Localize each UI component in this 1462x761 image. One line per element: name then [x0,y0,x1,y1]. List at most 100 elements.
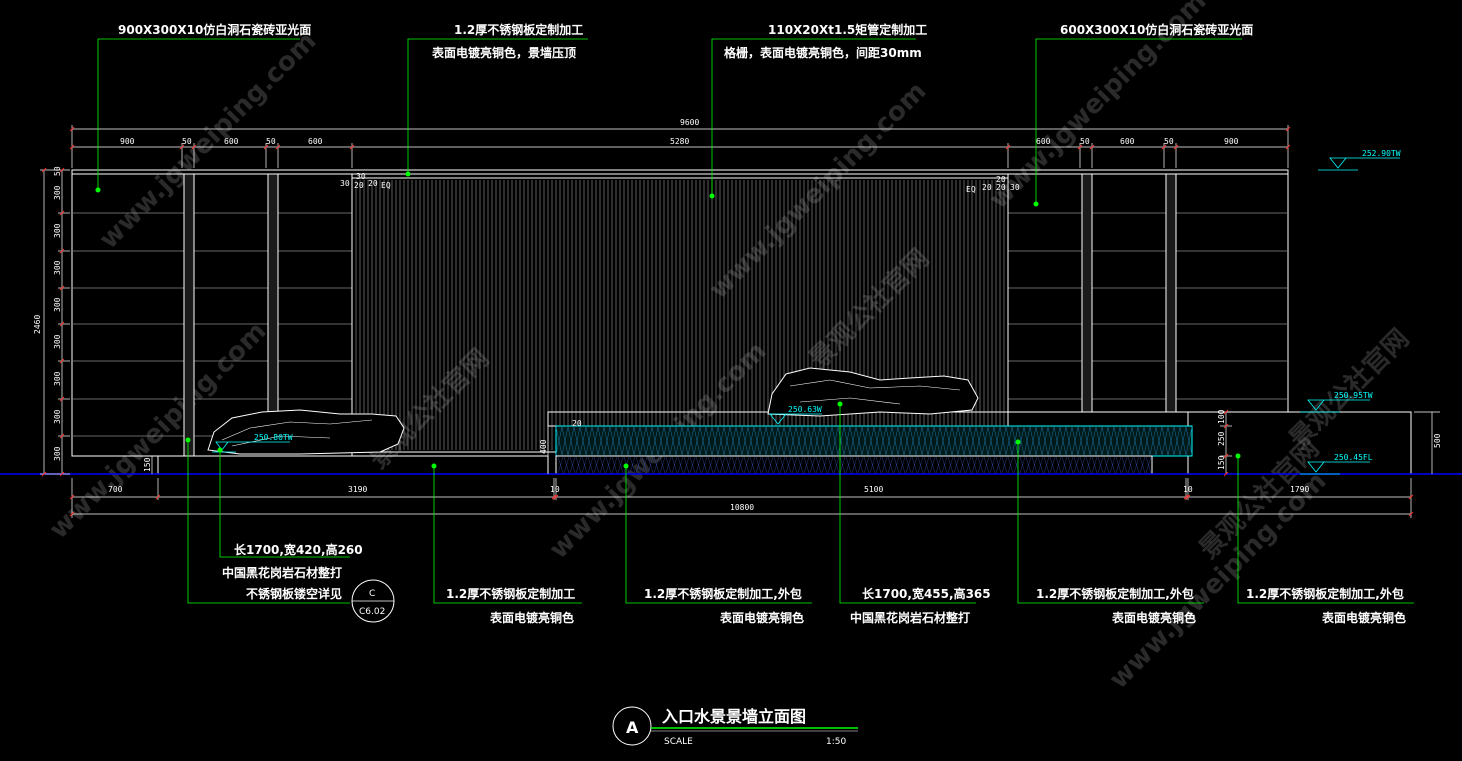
dim-left-seg: 300 [53,223,62,238]
section-mark: A [626,718,639,737]
watermark: 景观公社官网 [363,343,495,475]
dim-top-seg: 50 [266,137,276,146]
annotation-coping-line1: 1.2厚不锈钢板定制加工 [454,22,583,37]
watermark: 景观公社官网 [803,243,935,375]
dim-left-total: 2460 [33,315,42,334]
dim-grate-small: 20 [368,179,378,188]
annotation-left-stone-line1: 长1700,宽420,高260 [234,542,363,557]
dim-top-seg: 900 [1224,137,1239,146]
right-stone-detail [789,379,961,405]
dim-grate-small: 20 [982,183,992,192]
right-stone [767,367,979,417]
detail-letter: C [369,589,375,599]
dim-grate-small: EQ [966,185,976,194]
annotation-steel-c-line1: 1.2厚不锈钢板定制加工,外包 [1036,586,1194,601]
annotation-left-stone-line3: 不锈钢板镂空详见 [246,586,342,601]
right-tile-panel [1007,173,1289,413]
dim-top-seg: 50 [1080,137,1090,146]
annotation-grate-line1: 110X20Xt1.5矩管定制加工 [768,22,927,37]
leader-dots [95,171,1241,469]
left-stone [207,409,405,455]
dim-pool-top: 20 [572,419,582,428]
annotation-steel-b-line1: 1.2厚不锈钢板定制加工,外包 [644,586,802,601]
drawing-title: 入口水景景墙立面图 [662,707,806,726]
dimension-lines [40,125,1440,518]
level-markers [212,157,1400,475]
dim-top-seg: 600 [1120,137,1135,146]
dim-right-seg: 250 [1217,431,1226,446]
dim-bottom-seg: 10 [1183,485,1193,494]
annotation-coping-line2: 表面电镀亮铜色，景墙压顶 [431,45,576,60]
level-texts: 252.90TW 250.95TW 250.45FL 250.80TW 250.… [254,149,1401,462]
dim-grate-small: 20 [354,181,364,190]
pool-hatch [555,426,1193,456]
annotation-steel-c-line2: 表面电镀亮铜色 [1111,610,1196,625]
dim-bottom-seg: 3190 [348,485,367,494]
dimension-texts: 9600 900 50 600 50 600 5280 600 50 600 5… [33,118,1442,512]
dim-bottom-seg: 700 [108,485,123,494]
annotation-grate-line2: 格栅，表面电镀亮铜色，间距30mm [724,45,922,60]
dimension-ticks [41,126,1414,517]
dim-grate-small: 30 [1010,183,1020,192]
left-stone-detail [221,419,373,447]
detail-callout: C C6.02 [351,579,395,623]
dim-bottom-seg: 10 [550,485,560,494]
dim-left-seg: 300 [53,409,62,424]
dim-left-seg: 300 [53,446,62,461]
dim-bottom-seg: 1790 [1290,485,1309,494]
dim-pool-height: 400 [539,439,548,454]
annotation-right-stone-line1: 长1700,宽455,高365 [862,586,991,601]
annotation-left-stone-line2: 中国黑花岗岩石材整打 [222,565,342,580]
dim-left-seg: 300 [53,297,62,312]
dim-bottom-seg: 5100 [864,485,883,494]
dim-top-seg: 50 [182,137,192,146]
wall-coping [71,169,1289,175]
dim-grate-small: 30 [356,172,366,181]
level-top: 252.90TW [1362,149,1401,158]
scale-label: SCALE [664,737,693,747]
dim-left-seg: 300 [53,334,62,349]
level-left-stone: 250.80TW [254,433,293,442]
dim-overall-top: 9600 [680,118,699,127]
dim-right-seg: 100 [1217,409,1226,424]
bottom-annotations: 长1700,宽420,高260 中国黑花岗岩石材整打 不锈钢板镂空详见 1.2厚… [222,542,1406,625]
pool-base-hatch [557,456,1152,474]
level-pool: 250.63W [788,405,822,414]
annotation-steel-a-line1: 1.2厚不锈钢板定制加工 [446,586,575,601]
dim-overall-bottom: 10800 [730,503,754,512]
dim-top-seg: 900 [120,137,135,146]
dim-top-seg: 5280 [670,137,689,146]
title-block: A 入口水景景墙立面图 SCALE 1:50 [612,706,858,747]
watermark: www.jgweiping.com [1104,466,1333,695]
dim-grate-small: 30 [340,179,350,188]
dim-grate-small: 20 [996,183,1006,192]
dim-left-seg: 300 [53,371,62,386]
annotation-steel-d-line1: 1.2厚不锈钢板定制加工,外包 [1246,586,1404,601]
annotation-left-tile: 900X300X10仿白洞石瓷砖亚光面 [118,22,311,37]
dim-top-seg: 50 [1164,137,1174,146]
dim-grate-small: EQ [381,181,391,190]
dim-left-seg: 50 [53,166,62,176]
dim-top-seg: 600 [1036,137,1051,146]
leader-lines [97,38,1414,604]
annotation-right-tile: 600X300X10仿白洞石瓷砖亚光面 [1060,22,1253,37]
detail-sheet: C6.02 [359,607,385,617]
annotation-right-stone-line2: 中国黑花岗岩石材整打 [850,610,970,625]
watermark: 景观公社官网 [1283,323,1415,455]
annotation-steel-d-line2: 表面电镀亮铜色 [1321,610,1406,625]
dim-right-seg: 150 [1217,455,1226,470]
annotation-steel-b-line2: 表面电镀亮铜色 [719,610,804,625]
left-low-wall [157,455,549,475]
level-right-floor: 250.45FL [1334,453,1373,462]
dim-grate-small: 20 [996,175,1006,184]
level-right-wall: 250.95TW [1334,391,1373,400]
dim-left-seg: 300 [53,185,62,200]
dim-left-seg: 300 [53,260,62,275]
scale-value: 1:50 [826,737,846,747]
dim-right-total: 500 [1433,433,1442,448]
water-pool [547,411,1193,475]
dim-top-seg: 600 [224,137,239,146]
top-annotations: 900X300X10仿白洞石瓷砖亚光面 1.2厚不锈钢板定制加工 表面电镀亮铜色… [118,22,1253,60]
dim-top-seg: 600 [308,137,323,146]
